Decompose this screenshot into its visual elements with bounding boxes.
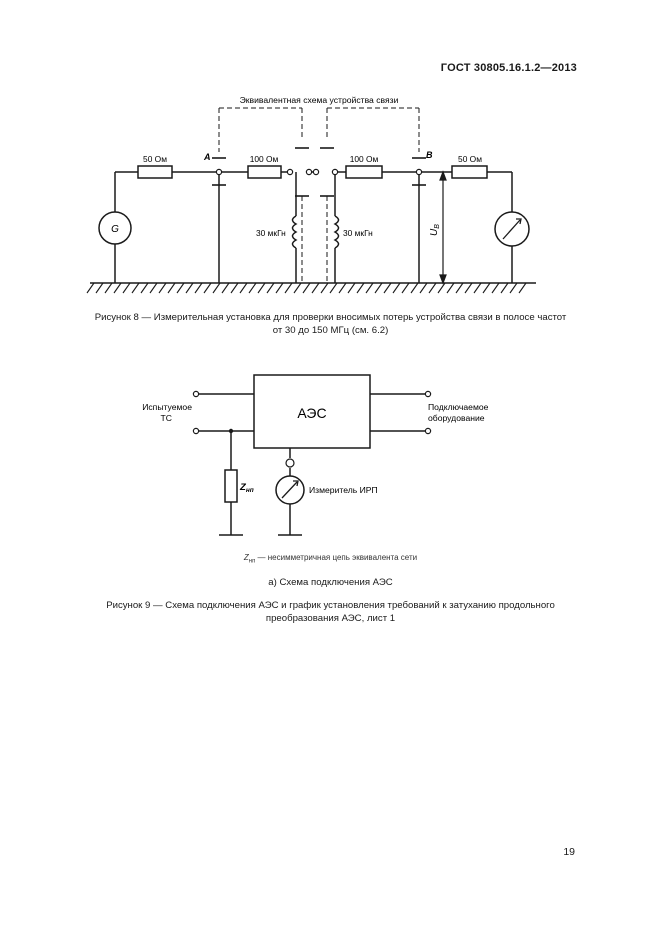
ground-hatch-line [293, 282, 302, 294]
ground-hatch-line [176, 282, 185, 294]
figure-9-caption-line2: преобразования АЭС, лист 1 [265, 612, 396, 624]
ground-hatch-line [365, 282, 374, 294]
ground-hatch-line [275, 282, 284, 294]
ground-hatch-line [104, 282, 113, 294]
ground-hatch-line [239, 282, 248, 294]
ground-hatch-line [194, 282, 203, 294]
ground-hatch-line [185, 282, 194, 294]
figure-9-diagram: АЭС Испытуемое ТС Подключаемое оборудова… [142, 374, 489, 536]
r50-left-label: 50 Ом [143, 154, 167, 164]
inductor-right [333, 215, 340, 249]
ground-hatch-line [383, 282, 392, 294]
ground-hatch-line [311, 282, 320, 294]
ground-hatch-line [140, 282, 149, 294]
resistor-50-left [137, 165, 173, 179]
ground-hatch-line [428, 282, 437, 294]
ground-hatch-line [95, 282, 104, 294]
resistor-100-left [247, 165, 282, 179]
inductor-left [291, 215, 298, 249]
ground-hatch-line [419, 282, 428, 294]
legend-z-subscript: нп [248, 558, 256, 565]
resistor-50-right [451, 165, 488, 179]
figure-9-legend: Zнп — несимметричная цепь эквивалента се… [40, 553, 621, 565]
figure-8-caption-line2: от 30 до 150 МГц (см. 6.2) [272, 324, 389, 336]
ground-hatch-line [149, 282, 158, 294]
r100-left-label: 100 Ом [250, 154, 279, 164]
ground-hatch-line [329, 282, 338, 294]
ground-hatch-line [167, 282, 176, 294]
l30-left-label: 30 мкГн [256, 228, 286, 238]
ground-hatch-line [437, 282, 446, 294]
ground-hatch-line [491, 282, 500, 294]
ground-hatch-line [257, 282, 266, 294]
ground-hatch-line [302, 282, 311, 294]
figure-8-caption-line1: Рисунок 8 — Измерительная установка для … [94, 312, 567, 323]
figure-9-caption-line1: Рисунок 9 — Схема подключения АЭС и граф… [106, 600, 555, 611]
ground-hatch-line [500, 282, 509, 294]
ground-hatch-line [374, 282, 383, 294]
ground-hatch-line [464, 282, 473, 294]
ground-hatch-line [509, 282, 518, 294]
ground-hatch-line [122, 282, 131, 294]
point-a-label: A [203, 152, 211, 162]
ground-hatch-line [473, 282, 482, 294]
ground-hatch-line [320, 282, 329, 294]
generator-icon [98, 211, 132, 245]
generator-symbol: G [111, 224, 119, 235]
ground-hatch-line [356, 282, 365, 294]
emi-meter-label: Измеритель ИРП [309, 485, 378, 495]
equivalent-circuit-label: Эквивалентная схема устройства связи [240, 95, 399, 105]
ground-hatch-line [248, 282, 257, 294]
ground-hatch-line [401, 282, 410, 294]
resistor-100-right [345, 165, 383, 179]
ground-hatch-line [518, 282, 527, 294]
ground-hatch-line [347, 282, 356, 294]
r100-right-label: 100 Ом [350, 154, 379, 164]
ground-hatch-line [482, 282, 491, 294]
ground-hatch-line [203, 282, 212, 294]
eut-label-line1: Испытуемое [142, 402, 192, 412]
aux-equipment-label-line1: Подключаемое [428, 402, 489, 412]
aux-equipment-label-line2: оборудование [428, 413, 485, 423]
ground-hatch-line [338, 282, 347, 294]
znp-label: Zнп [239, 482, 254, 494]
ground-hatch-line [410, 282, 419, 294]
page-number: 19 [563, 846, 575, 858]
document-header: ГОСТ 30805.16.1.2—2013 [440, 62, 577, 74]
ground-hatch-line [284, 282, 293, 294]
figure-9-caption: Рисунок 9 — Схема подключения АЭС и граф… [40, 600, 621, 625]
eut-label-line2: ТС [161, 413, 172, 423]
ground-hatch-line [131, 282, 140, 294]
r50-right-label: 50 Ом [458, 154, 482, 164]
aes-block-label: АЭС [297, 405, 326, 421]
ground-hatch-line [446, 282, 455, 294]
ground-hatch-line [212, 282, 221, 294]
ground-hatch-line [113, 282, 122, 294]
znp-resistor [224, 469, 238, 503]
ground-hatch-line [221, 282, 230, 294]
ground-hatch-line [86, 282, 95, 294]
ground-hatch-line [455, 282, 464, 294]
ground-hatch-line [266, 282, 275, 294]
ground-hatching [86, 282, 527, 294]
legend-text: — несимметричная цепь эквивалента сети [255, 553, 418, 562]
figure-8-diagram: Эквивалентная схема устройства связи A B… [86, 95, 536, 294]
voltage-label: UB [429, 224, 441, 236]
figure-8-caption: Рисунок 8 — Измерительная установка для … [40, 312, 621, 337]
legend-z-symbol: Z [243, 553, 249, 562]
figure-9-subcaption: а) Схема подключения АЭС [268, 577, 393, 588]
ground-hatch-line [158, 282, 167, 294]
ground-hatch-line [392, 282, 401, 294]
ground-hatch-line [230, 282, 239, 294]
point-b-label: B [426, 150, 433, 160]
aes-block [253, 374, 371, 449]
l30-right-label: 30 мкГн [343, 228, 373, 238]
